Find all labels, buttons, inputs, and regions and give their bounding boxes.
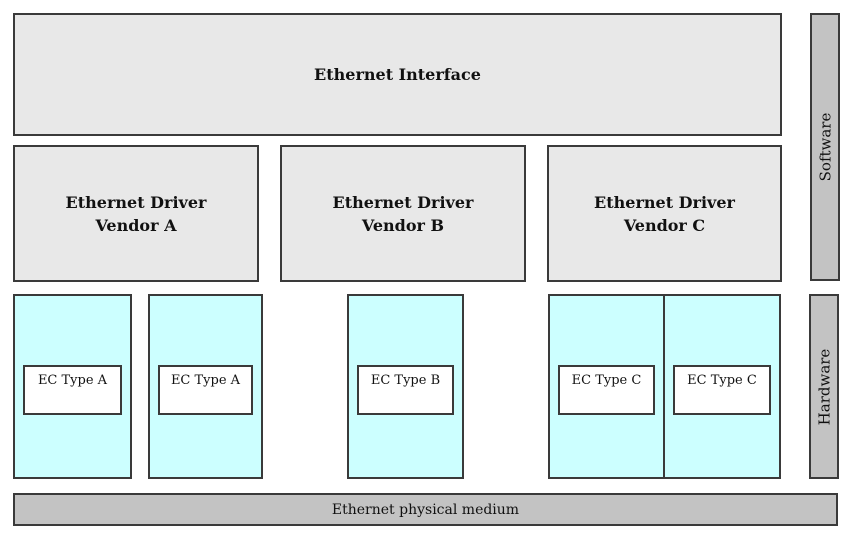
software-label: Software bbox=[816, 112, 834, 182]
driver-vendor-a-label: Ethernet Driver Vendor A bbox=[65, 192, 207, 235]
ec-type-b1-label: EC Type B bbox=[370, 373, 441, 388]
driver-vendor-b-label: Ethernet Driver Vendor B bbox=[332, 192, 474, 235]
ec-type-c2-label: EC Type C bbox=[687, 373, 757, 388]
ec-type-c1-label: EC Type C bbox=[571, 373, 642, 388]
ec-module-c1: EC Type C bbox=[548, 294, 665, 479]
ethernet-interface-box: Ethernet Interface bbox=[13, 13, 782, 136]
ethernet-interface-label: Ethernet Interface bbox=[314, 65, 481, 84]
driver-vendor-b-box: Ethernet Driver Vendor B bbox=[280, 145, 526, 282]
ec-type-a2-label: EC Type A bbox=[170, 373, 241, 388]
hardware-label: Hardware bbox=[815, 348, 834, 425]
ec-module-c2: EC Type C bbox=[663, 294, 781, 479]
software-side-bar: Software bbox=[810, 13, 840, 281]
ec-type-label-box: EC Type B bbox=[357, 365, 454, 415]
driver-vendor-c-box: Ethernet Driver Vendor C bbox=[547, 145, 782, 282]
ec-module-a1: EC Type A bbox=[13, 294, 132, 479]
driver-vendor-a-box: Ethernet Driver Vendor A bbox=[13, 145, 259, 282]
physical-medium-label: Ethernet physical medium bbox=[331, 501, 520, 518]
ec-module-b1: EC Type B bbox=[347, 294, 464, 479]
ec-type-label-box: EC Type A bbox=[23, 365, 122, 415]
ec-module-a2: EC Type A bbox=[148, 294, 263, 479]
ec-type-label-box: EC Type C bbox=[558, 365, 655, 415]
hardware-side-bar: Hardware bbox=[809, 294, 839, 479]
ec-type-label-box: EC Type C bbox=[673, 365, 771, 415]
physical-medium-bar: Ethernet physical medium bbox=[13, 493, 838, 526]
driver-vendor-c-label: Ethernet Driver Vendor C bbox=[594, 192, 735, 235]
ec-type-a1-label: EC Type A bbox=[37, 373, 108, 388]
ec-type-label-box: EC Type A bbox=[158, 365, 253, 415]
